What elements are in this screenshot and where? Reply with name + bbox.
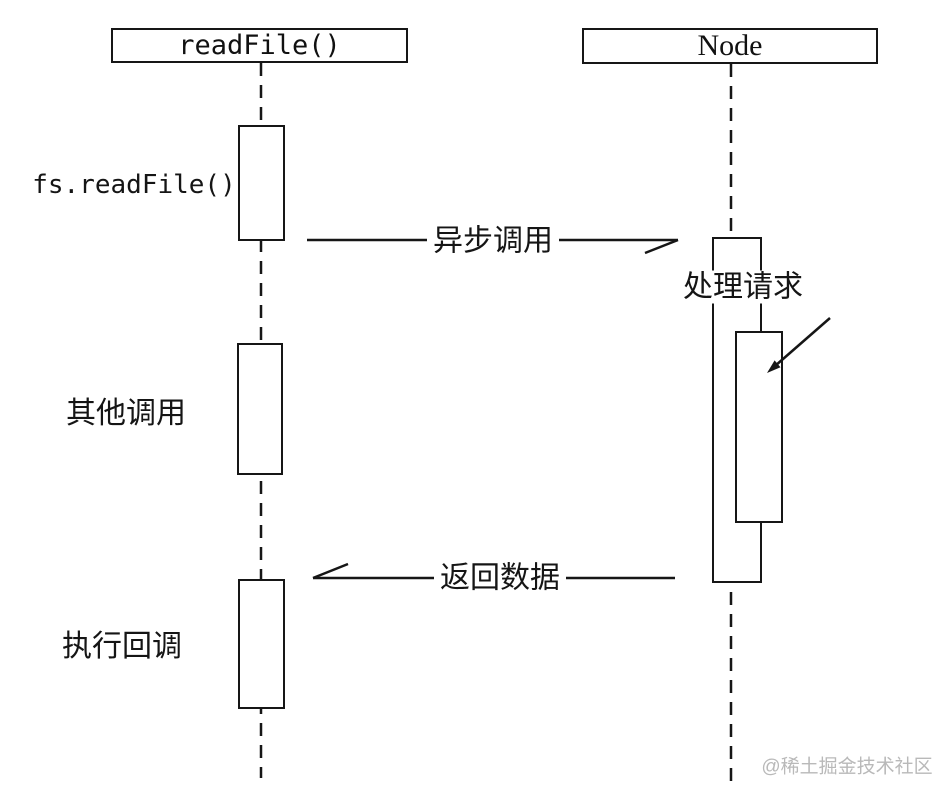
return-data-arrowhead [312,562,349,580]
actor-box-readfile: readFile() [111,28,408,63]
async-call-arrowhead [644,238,679,255]
label-other-calls: 其他调用 [66,397,186,430]
actor-label-readfile: readFile() [178,30,341,61]
watermark: @稀土掘金技术社区 [761,756,933,778]
activation-fs-readfile [238,125,285,241]
label-async-call: 异步调用 [427,224,559,258]
actor-box-node: Node [582,28,878,64]
label-execute-callback: 执行回调 [62,630,182,663]
activation-node-inner [735,331,783,523]
activation-execute-callback [238,579,285,709]
label-process-request: 处理请求 [677,270,809,304]
label-fs-readfile: fs.readFile() [32,170,236,200]
label-return-data: 返回数据 [434,561,566,595]
actor-label-node: Node [697,29,763,62]
activation-other-calls [237,343,283,475]
